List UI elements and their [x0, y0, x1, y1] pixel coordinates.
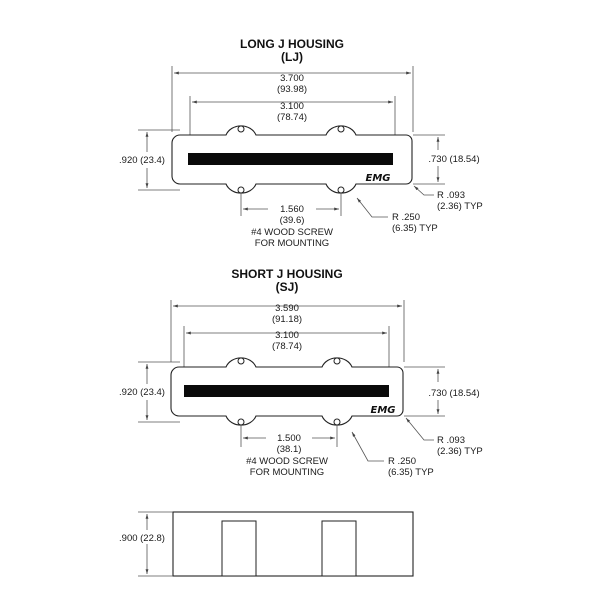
side-housing-body [172, 511, 414, 577]
long-pole-in: 3.100 [280, 101, 304, 112]
short-hole-in: 1.500 [277, 433, 301, 444]
short-screw-note-2: FOR MOUNTING [250, 467, 324, 478]
long-height-label: .920 (23.4) [119, 155, 165, 166]
short-r-small-leader [405, 417, 434, 441]
short-right-height-label: .730 (18.54) [428, 388, 479, 399]
short-screw-note-1: #4 WOOD SCREW [246, 456, 328, 467]
side-height-label: .900 (22.8) [119, 533, 165, 544]
short-pole-mm: (78.74) [272, 341, 302, 352]
long-overall-in: 3.700 [280, 73, 304, 84]
short-r-small-1: R .093 [437, 435, 465, 446]
side-view: .900 (22.8) [119, 511, 414, 577]
long-pole-mm: (78.74) [277, 112, 307, 123]
short-pole-in: 3.100 [275, 330, 299, 341]
long-screw-note-2: FOR MOUNTING [255, 238, 329, 249]
short-title: SHORT J HOUSING [231, 267, 342, 281]
long-r-small-2: (2.36) TYP [437, 201, 483, 212]
side-slot-right [321, 520, 357, 577]
long-r-large-leader [356, 197, 388, 218]
short-hole-mm: (38.1) [277, 444, 302, 455]
long-r-small-1: R .093 [437, 190, 465, 201]
long-j-housing: LONG J HOUSING (LJ) 3.700 (93.98) 3.100 … [119, 37, 483, 249]
long-screw-hole-top-left [237, 125, 245, 133]
short-height-label: .920 (23.4) [119, 387, 165, 398]
short-screw-hole-bottom-right [333, 418, 341, 426]
short-screw-hole-bottom-left [237, 418, 245, 426]
long-r-large-1: R .250 [392, 212, 420, 223]
long-hole-in: 1.560 [280, 204, 304, 215]
long-right-height-label: .730 (18.54) [428, 154, 479, 165]
short-overall-in: 3.590 [275, 303, 299, 314]
long-screw-hole-top-right [337, 125, 345, 133]
long-r-small-leader [413, 185, 434, 196]
side-slot-left [221, 520, 257, 577]
short-r-large-1: R .250 [388, 456, 416, 467]
short-j-housing: SHORT J HOUSING (SJ) 3.590 (91.18) 3.100… [119, 267, 483, 478]
short-r-small-2: (2.36) TYP [437, 446, 483, 457]
short-screw-hole-top-right [333, 357, 341, 365]
short-code: (SJ) [276, 280, 299, 294]
short-screw-hole-top-left [237, 357, 245, 365]
long-hole-mm: (39.6) [280, 215, 305, 226]
short-pole-bar [184, 385, 389, 397]
short-r-large-2: (6.35) TYP [388, 467, 434, 478]
long-title: LONG J HOUSING [240, 37, 344, 51]
long-screw-note-1: #4 WOOD SCREW [251, 227, 333, 238]
long-code: (LJ) [281, 50, 303, 64]
long-r-large-2: (6.35) TYP [392, 223, 438, 234]
long-screw-hole-bottom-left [237, 186, 245, 194]
short-overall-mm: (91.18) [272, 314, 302, 325]
long-screw-hole-bottom-right [337, 186, 345, 194]
short-r-large-leader [351, 431, 384, 462]
long-emg-logo: EMG [366, 173, 391, 184]
long-overall-mm: (93.98) [277, 84, 307, 95]
short-emg-logo: EMG [371, 405, 396, 416]
long-pole-bar [188, 153, 393, 165]
